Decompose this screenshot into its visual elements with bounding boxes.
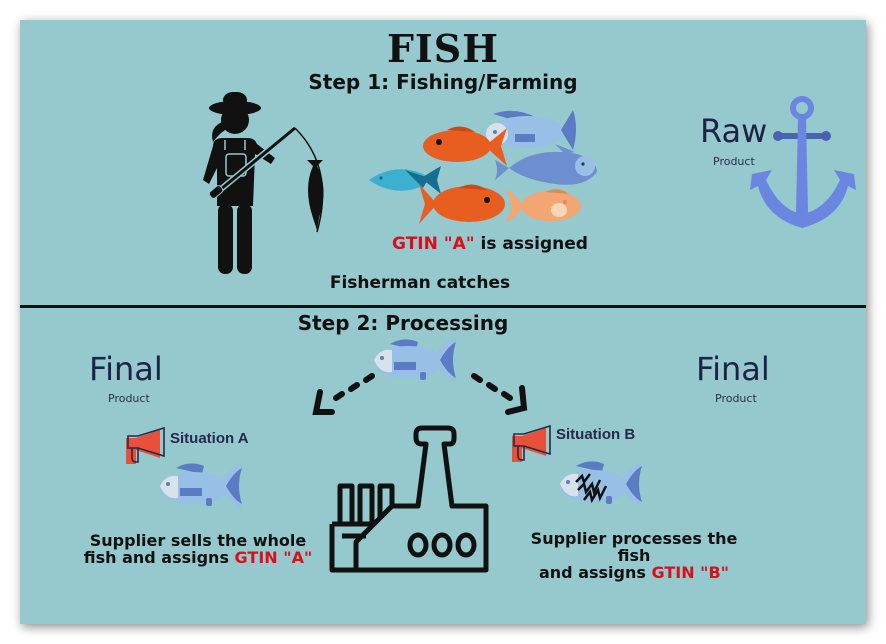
fisherman-icon [203,92,324,274]
situation-b-caption-prefix: and assigns [538,563,652,582]
fish-school-illustration [369,110,597,224]
final-label-left: Final [89,350,163,388]
fisherman-caption: Fisherman catches [329,273,511,293]
situation-b-caption-line2: and assigns GTIN "B" [514,564,754,581]
situation-b-label: Situation B [556,426,636,443]
megaphone-icon-b [512,424,551,462]
gtin-assigned-suffix: is assigned [474,234,588,254]
situation-a-label: Situation A [170,430,249,447]
final-product-sublabel-left: Product [108,392,150,405]
anchor-icon [750,96,856,228]
megaphone-icon-a [126,426,165,464]
arrow-left-icon [312,373,375,415]
branch-arrows [312,373,528,415]
processed-fish-icon [560,461,642,506]
gtin-assigned-text: GTIN "A" is assigned [360,234,620,254]
step1-heading: Step 1: Fishing/Farming [308,70,578,94]
infographic-card: FISH Step 1: Fishing/Farming [20,20,866,624]
raw-product-sublabel: Product [713,155,755,168]
arrow-right-icon [471,373,528,415]
raw-label: Raw [700,112,768,150]
situation-a-caption: Supplier sells the whole fish and assign… [78,532,318,566]
fish-icon-center [374,338,456,382]
page-title: FISH [386,26,500,71]
final-label-right: Final [696,350,770,388]
gtin-a-label: GTIN "A" [392,234,475,254]
section-divider [20,305,866,308]
situation-a-caption-line1: Supplier sells the whole [89,531,307,550]
whole-fish-icon [160,463,242,508]
cut-lines-icon [575,473,608,504]
situation-b-caption: Supplier processes the fish and assigns … [514,530,754,581]
factory-icon [329,425,489,573]
gtin-b-label: GTIN "B" [651,563,730,582]
step2-heading: Step 2: Processing [297,311,509,335]
situation-a-caption-line2: fish and assigns GTIN "A" [78,549,318,566]
situation-a-caption-prefix: fish and assigns [83,548,235,567]
gtin-a-final-label: GTIN "A" [234,548,313,567]
final-product-sublabel-right: Product [715,392,757,405]
situation-b-caption-line1: Supplier processes the fish [530,529,738,565]
